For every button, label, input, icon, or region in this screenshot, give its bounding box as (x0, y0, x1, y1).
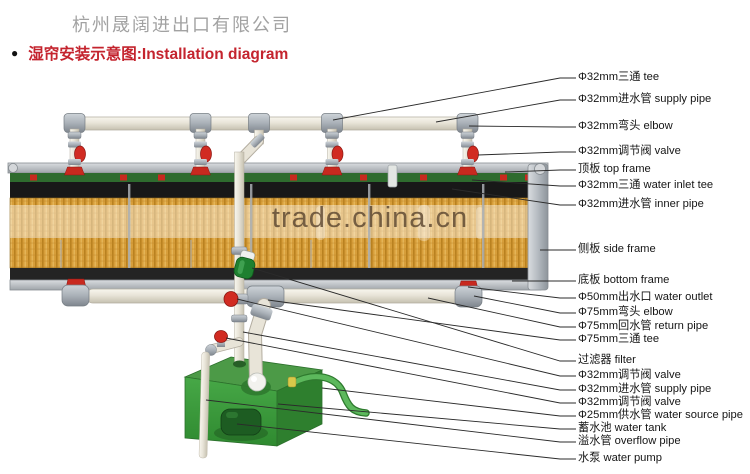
callout-line (242, 331, 576, 391)
water-inlet-tee (64, 166, 85, 176)
callout-label-return-pipe: Φ75mm回水管 return pipe (578, 320, 709, 332)
callout-label-elbow-32: Φ32mm弯头 elbow (578, 120, 673, 132)
riser-valve-4 (457, 128, 479, 176)
callout-line (473, 295, 576, 314)
cooling-pad-unit (7, 162, 549, 291)
callout-line (225, 337, 576, 404)
feed-valve (223, 291, 249, 307)
page-title: ● 湿帘安装示意图:Installation diagram (11, 42, 288, 64)
callout-label-source-pipe: Φ25mm供水管 water source pipe (578, 409, 743, 421)
riser-valve-1 (64, 128, 86, 176)
valve-handle (214, 330, 228, 343)
callout-label-valve-branch: Φ32mm调节阀 valve (578, 396, 681, 408)
callout-line (468, 125, 576, 128)
bottom-black-band (10, 268, 541, 280)
riser-valve-3 (321, 128, 344, 176)
callout-label-valve-feed: Φ32mm调节阀 valve (578, 369, 681, 381)
supply-tee-fitting (248, 113, 270, 133)
cooling-pad (9, 197, 541, 269)
overflow-pipe (198, 351, 210, 459)
callout-line (451, 188, 576, 206)
callout-line (251, 267, 576, 362)
callout-line (267, 299, 576, 341)
callout-line (321, 387, 576, 417)
frame-cap-left (8, 163, 18, 173)
callout-label-water-tank: 蓄水池 water tank (578, 422, 667, 434)
callout-line (332, 77, 576, 121)
filter (233, 250, 256, 280)
top-black-band (10, 182, 541, 198)
callout-label-valve-top: Φ32mm调节阀 valve (578, 145, 681, 157)
callout-label-water-pump: 水泵 water pump (578, 452, 662, 464)
supply-pipe-assembly (63, 113, 479, 176)
return-elbow-left (61, 284, 90, 307)
pad-highlights (316, 205, 484, 241)
callout-lines (205, 77, 576, 460)
callout-line (471, 179, 576, 187)
pipe-bracket (387, 164, 398, 188)
callout-label-feed-pipe: Φ32mm进水管 supply pipe (578, 383, 712, 395)
callout-label-inlet-tee: Φ32mm三通 water inlet tee (578, 179, 714, 191)
callout-label-filter: 过滤器 filter (578, 354, 636, 366)
branch-valve-assembly (205, 330, 244, 356)
callout-label-inner-pipe: Φ32mm进水管 inner pipe (578, 198, 704, 210)
callout-line (277, 403, 576, 430)
callout-line (427, 297, 576, 328)
supply-pipe (73, 116, 473, 131)
callout-label-elbow-75: Φ75mm弯头 elbow (578, 306, 673, 318)
inner-pipe-strip (10, 173, 543, 182)
callout-line (205, 399, 576, 443)
pad-seams (60, 184, 485, 288)
callout-line (236, 423, 576, 460)
bullet-icon: ● (11, 46, 19, 60)
callout-label-bottom-frame: 底板 bottom frame (578, 274, 670, 286)
callout-line (504, 169, 576, 173)
callout-label-side-frame: 侧板 side frame (578, 243, 656, 255)
callout-label-overflow-pipe: 溢水管 overflow pipe (578, 435, 681, 447)
company-name: 杭州晟阔进出口有限公司 (72, 15, 292, 35)
float-ball (247, 372, 267, 392)
callout-label-top-frame: 顶板 top frame (578, 163, 651, 175)
valve-handle (223, 291, 239, 307)
callout-line (435, 99, 576, 123)
watermark-band (10, 205, 540, 238)
callout-label-water-outlet: Φ50mm出水口 water outlet (578, 291, 713, 303)
riser-valve-2 (190, 128, 212, 176)
water-inlet-tee (190, 166, 211, 176)
frame-knob (534, 163, 546, 175)
watermark-text: trade.china.cn (271, 202, 469, 234)
callout-line (477, 151, 576, 156)
callout-line (236, 298, 576, 377)
callout-label-tee-top: Φ32mm三通 tee (578, 71, 660, 83)
hose-fitting (287, 376, 297, 388)
callout-label-supply-pipe: Φ32mm进水管 supply pipe (578, 93, 712, 105)
page-title-text: 湿帘安装示意图:Installation diagram (28, 46, 289, 63)
callout-label-tee-75: Φ75mm三通 tee (578, 333, 660, 345)
water-tank (183, 356, 324, 447)
water-inlet-tee (321, 166, 343, 176)
supply-offset-bend (236, 129, 265, 164)
feed-pipe-assembly (198, 151, 256, 459)
callout-line (467, 286, 576, 299)
water-inlet-tee (457, 166, 478, 176)
